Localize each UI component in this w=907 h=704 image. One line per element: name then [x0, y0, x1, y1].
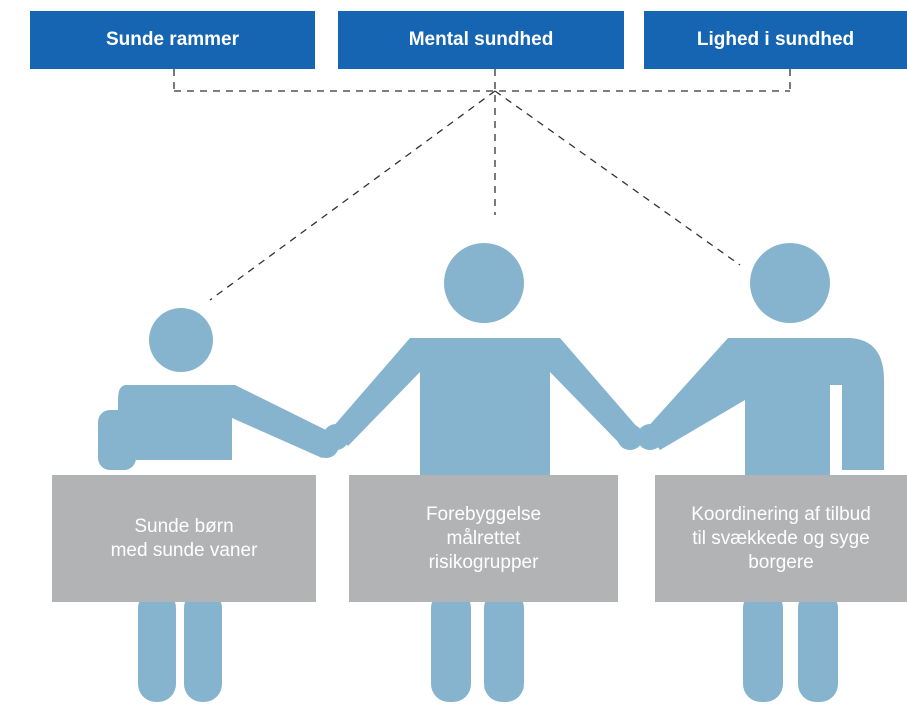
connector-lines — [173, 69, 791, 301]
top-box-lighed-i-sundhed: Lighed i sundhed — [644, 11, 907, 69]
connector-to-right-figure — [494, 90, 741, 266]
top-box-label: Lighed i sundhed — [696, 29, 855, 50]
sign-text: Koordinering af tilbud til svækkede og s… — [691, 503, 871, 573]
top-box-sunde-rammer: Sunde rammer — [30, 11, 315, 69]
sign-sunde-boern: Sunde børn med sunde vaner — [52, 475, 316, 602]
connector-to-left-figure — [209, 90, 496, 301]
top-box-label: Mental sundhed — [408, 29, 554, 50]
sign-text: Sunde børn med sunde vaner — [110, 515, 258, 561]
person-child-icon — [98, 308, 339, 702]
sign-forebyggelse: Forebyggelse målrettet risikogrupper — [349, 475, 618, 602]
sign-koordinering: Koordinering af tilbud til svækkede og s… — [655, 475, 907, 602]
top-box-label: Sunde rammer — [105, 29, 240, 50]
person-adult-icon — [637, 243, 884, 702]
sign-text: Forebyggelse målrettet risikogrupper — [425, 503, 542, 573]
person-adult-icon — [323, 243, 643, 702]
top-box-mental-sundhed: Mental sundhed — [338, 11, 624, 69]
